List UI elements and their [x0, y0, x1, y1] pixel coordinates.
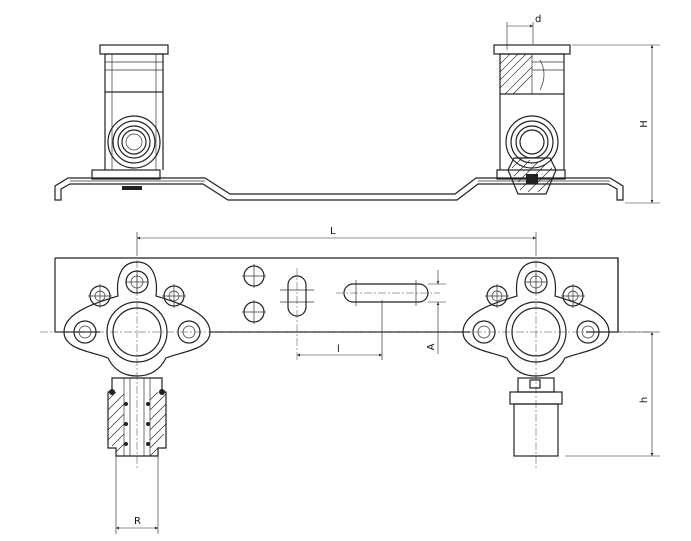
left-outlet-ring — [106, 301, 168, 363]
dimension-d: d — [506, 14, 541, 50]
label-H: H — [639, 120, 650, 128]
side-elevation-view: d H — [54, 14, 660, 204]
right-fitting-section-hatch — [499, 53, 533, 95]
mounting-plate-front — [55, 257, 619, 333]
right-fitting-cap — [493, 44, 571, 55]
left-flange — [63, 261, 211, 377]
left-left-screw-hole — [73, 320, 97, 344]
right-fixing-screw-section — [507, 157, 557, 195]
left-outlet-bore — [125, 133, 143, 151]
label-L: L — [330, 226, 336, 237]
right-plate-holes — [485, 284, 585, 308]
seal-ring — [159, 389, 165, 395]
left-outlet-bore — [112, 307, 162, 357]
screw-head — [526, 174, 538, 184]
right-outlet-ring — [505, 301, 567, 363]
dimension-A: A — [426, 270, 446, 354]
right-outlet-bore — [511, 307, 561, 357]
dimension-L: L — [136, 226, 537, 256]
right-press-fitting — [509, 377, 563, 457]
base-plate-side — [54, 177, 624, 201]
left-right-screw-hole — [177, 320, 201, 344]
dimension-R: R — [115, 456, 159, 534]
left-plate-slot — [122, 186, 142, 190]
left-fitting-cap — [99, 44, 169, 55]
seal-ring — [109, 389, 115, 395]
dimension-l: l — [297, 344, 382, 357]
label-d: d — [535, 14, 541, 25]
front-view: L — [40, 226, 660, 534]
label-h: h — [639, 397, 650, 403]
right-press-sleeve — [513, 403, 559, 457]
left-outlet-ring-outer — [107, 115, 161, 169]
dimension-H: H — [572, 44, 660, 204]
right-fitting-side — [493, 44, 571, 195]
label-l: l — [337, 344, 340, 355]
left-fitting-side — [99, 44, 169, 170]
right-left-screw-hole — [472, 320, 496, 344]
left-mount-pad — [91, 169, 161, 180]
center-plate-holes — [242, 264, 440, 360]
left-fitting-upper-body — [104, 53, 164, 93]
label-R: R — [134, 516, 141, 527]
dimension-h: h — [565, 331, 660, 457]
label-A: A — [426, 343, 437, 350]
left-plate-holes — [88, 284, 186, 308]
right-outlet-ring-outer — [505, 115, 559, 169]
